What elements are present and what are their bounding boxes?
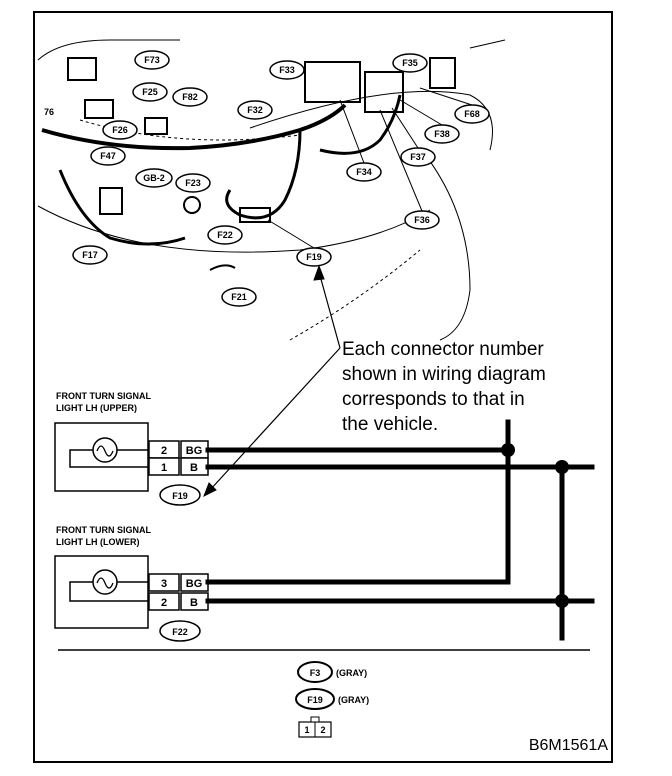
- tag-f21: F21: [221, 287, 257, 307]
- tag-f22: F22: [207, 225, 243, 245]
- tag-f23: F23: [175, 173, 211, 193]
- svg-text:F33: F33: [279, 65, 295, 75]
- tag-76: 76: [44, 107, 54, 117]
- svg-text:F22: F22: [217, 230, 233, 240]
- svg-text:LIGHT LH (LOWER): LIGHT LH (LOWER): [56, 537, 139, 547]
- svg-text:1: 1: [304, 725, 309, 735]
- tag-f35: F35: [392, 53, 428, 73]
- figure-code: B6M1561A: [529, 737, 608, 754]
- svg-text:F37: F37: [410, 152, 426, 162]
- svg-text:Each connector number: Each connector number: [342, 339, 544, 360]
- tag-f33: F33: [269, 60, 305, 80]
- svg-text:(GRAY): (GRAY): [338, 695, 369, 705]
- svg-text:FRONT TURN SIGNAL: FRONT TURN SIGNAL: [56, 525, 151, 535]
- svg-text:F73: F73: [144, 55, 160, 65]
- svg-text:(GRAY): (GRAY): [336, 668, 367, 678]
- svg-text:2: 2: [161, 597, 167, 609]
- svg-text:B: B: [190, 462, 198, 474]
- wires: [205, 419, 595, 641]
- upper-connector-tag: F19: [159, 484, 201, 506]
- svg-text:F47: F47: [100, 151, 116, 161]
- svg-text:1: 1: [161, 462, 167, 474]
- svg-text:F68: F68: [464, 109, 480, 119]
- tag-f82: F82: [172, 87, 208, 107]
- svg-text:LIGHT LH (UPPER): LIGHT LH (UPPER): [56, 403, 137, 413]
- tag-f25: F25: [132, 82, 168, 102]
- svg-text:F19: F19: [172, 491, 188, 501]
- svg-text:F25: F25: [142, 87, 158, 97]
- svg-text:F3: F3: [310, 668, 321, 678]
- upper-lamp: FRONT TURN SIGNAL LIGHT LH (UPPER) 2 1 B…: [54, 391, 209, 506]
- tag-f38: F38: [424, 124, 460, 144]
- wire-junctions: [501, 443, 569, 608]
- svg-text:2: 2: [320, 725, 325, 735]
- upper-lamp-housing: [54, 422, 149, 492]
- svg-text:F22: F22: [172, 627, 188, 637]
- svg-text:corresponds to that in: corresponds to that in: [342, 389, 525, 410]
- tag-f36: F36: [404, 210, 440, 230]
- tag-f34: F34: [346, 162, 382, 182]
- svg-text:F19: F19: [306, 252, 322, 262]
- wire-lower-bg: [205, 419, 511, 585]
- tag-f73: F73: [134, 50, 170, 70]
- figure-border: [33, 11, 613, 763]
- connector-face-icon: 1 2: [298, 716, 332, 738]
- svg-text:shown in wiring diagram: shown in wiring diagram: [342, 364, 546, 385]
- engine-bay-sketch: [37, 39, 506, 341]
- svg-text:F32: F32: [247, 105, 263, 115]
- sketch-connector-tags: F73 F25 F82 F26 76 F47 GB-2 F23 F17 F22 …: [44, 50, 490, 307]
- svg-text:GB-2: GB-2: [143, 173, 165, 183]
- svg-text:B: B: [190, 597, 198, 609]
- svg-text:3: 3: [161, 578, 167, 590]
- svg-text:F21: F21: [231, 292, 247, 302]
- junction-dot: [555, 594, 569, 608]
- tag-leaders: [267, 87, 473, 249]
- svg-text:BG: BG: [186, 578, 203, 590]
- tag-f37: F37: [400, 147, 436, 167]
- legend-item-f19: F19 (GRAY): [295, 688, 369, 710]
- legend-item-f3: F3 (GRAY): [297, 661, 367, 683]
- tag-f19: F19: [296, 247, 332, 267]
- lower-lamp-housing: [54, 555, 149, 629]
- svg-text:F17: F17: [82, 250, 98, 260]
- svg-text:2: 2: [161, 445, 167, 457]
- lower-lamp: FRONT TURN SIGNAL LIGHT LH (LOWER) 3 2 B…: [54, 525, 209, 642]
- svg-text:F82: F82: [182, 92, 198, 102]
- svg-text:F19: F19: [307, 695, 323, 705]
- tag-f32: F32: [237, 100, 273, 120]
- svg-text:F38: F38: [434, 129, 450, 139]
- svg-text:F26: F26: [112, 125, 128, 135]
- callout-note: Each connector number shown in wiring di…: [342, 339, 546, 435]
- svg-text:F34: F34: [356, 167, 372, 177]
- lower-connector-tag: F22: [159, 620, 201, 642]
- svg-text:F23: F23: [185, 178, 201, 188]
- tag-f26: F26: [102, 120, 138, 140]
- svg-text:F35: F35: [402, 58, 418, 68]
- svg-text:76: 76: [44, 107, 54, 117]
- connector-legend: F3 (GRAY) F19 (GRAY) 1 2: [295, 661, 369, 738]
- tag-f68: F68: [454, 104, 490, 124]
- svg-text:BG: BG: [186, 445, 203, 457]
- junction-dot: [501, 443, 515, 457]
- junction-dot: [555, 460, 569, 474]
- tag-gb2: GB-2: [135, 168, 173, 188]
- svg-text:FRONT TURN SIGNAL: FRONT TURN SIGNAL: [56, 391, 151, 401]
- svg-text:the vehicle.: the vehicle.: [342, 414, 438, 435]
- svg-text:F36: F36: [414, 215, 430, 225]
- tag-f17: F17: [72, 245, 108, 265]
- tag-f47: F47: [90, 146, 126, 166]
